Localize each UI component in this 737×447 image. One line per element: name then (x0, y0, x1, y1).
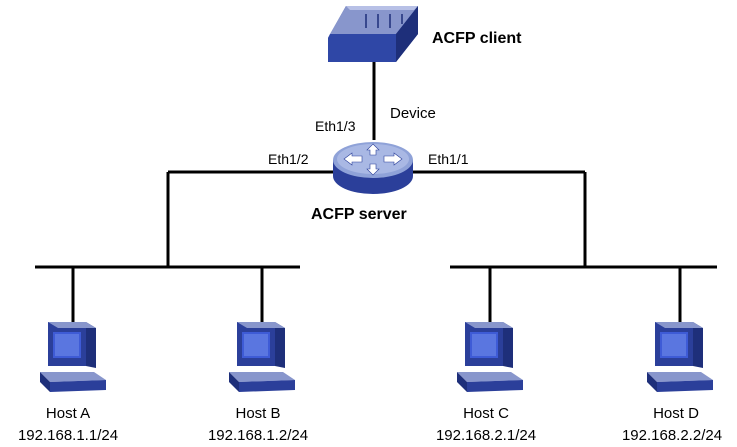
host-d-ip: 192.168.2.2/24 (621, 427, 723, 444)
port-eth13-label: Eth1/3 (315, 118, 356, 134)
port-eth12-label: Eth1/2 (268, 151, 309, 167)
host-c-ip: 192.168.2.1/24 (435, 427, 537, 444)
host-a-ip: 192.168.1.1/24 (17, 427, 119, 444)
host-b-name: Host B (235, 405, 281, 422)
computer-icon (225, 318, 299, 398)
router-icon (330, 138, 416, 198)
host-a-name: Host A (45, 405, 91, 422)
server-label: ACFP server (311, 206, 407, 223)
port-eth11-label: Eth1/1 (428, 151, 469, 167)
host-d-name: Host D (653, 405, 699, 422)
host-c-name: Host C (463, 405, 509, 422)
computer-icon (36, 318, 110, 398)
host-b-ip: 192.168.1.2/24 (207, 427, 309, 444)
device-label: Device (390, 105, 436, 122)
client-label: ACFP client (432, 30, 522, 47)
computer-icon (453, 318, 527, 398)
acfp-client-icon (326, 4, 422, 66)
computer-icon (643, 318, 717, 398)
